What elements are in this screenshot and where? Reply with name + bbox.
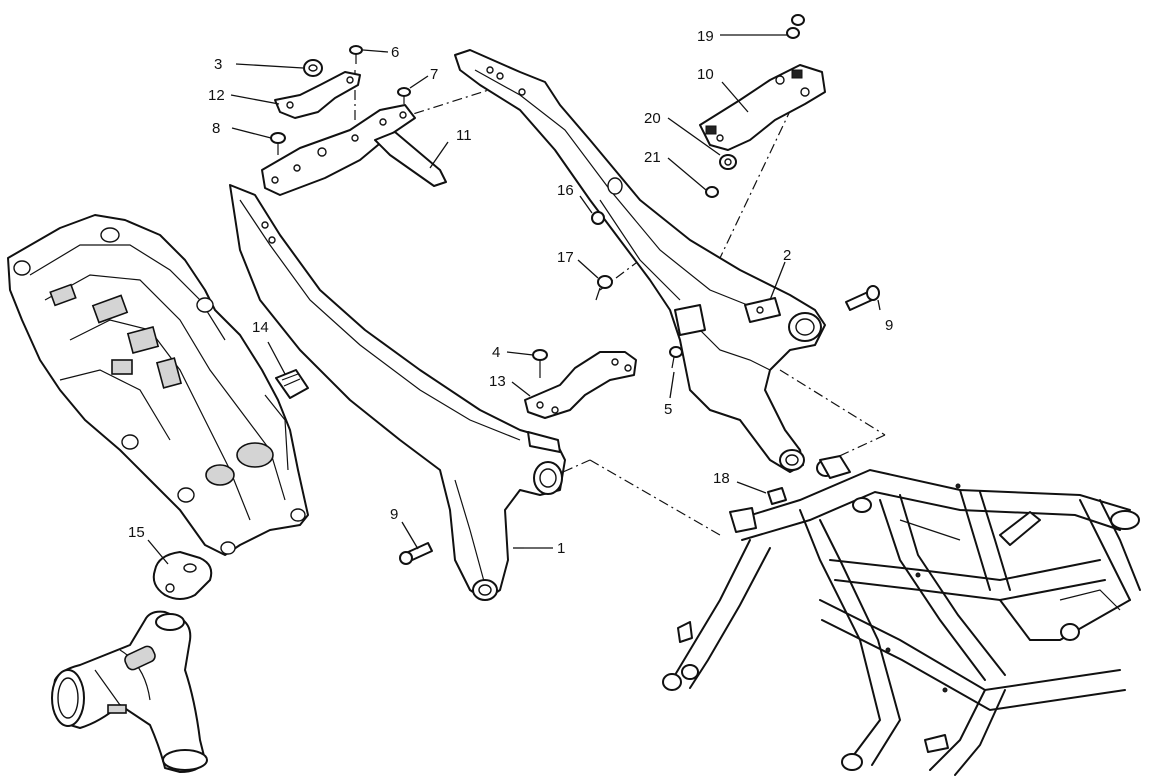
callout-3: 3 bbox=[214, 56, 222, 73]
callout-11: 11 bbox=[456, 127, 472, 144]
spacer-part-18 bbox=[767, 487, 787, 505]
bolt-part-19 bbox=[786, 14, 805, 39]
spacer-part-3 bbox=[303, 59, 323, 77]
subframe-right-part-2 bbox=[454, 49, 826, 473]
screw-part-5 bbox=[669, 346, 683, 369]
callout-14: 14 bbox=[252, 319, 269, 336]
callout-labels: 1 2 3 4 5 6 7 8 9 9 10 11 12 13 14 15 16… bbox=[128, 28, 893, 557]
nut-part-16 bbox=[591, 211, 605, 225]
callout-16: 16 bbox=[557, 182, 574, 199]
callout-19: 19 bbox=[697, 28, 714, 45]
y-air-duct bbox=[51, 610, 208, 773]
pad-part-14 bbox=[275, 369, 309, 399]
callout-10: 10 bbox=[697, 66, 714, 83]
bolt-part-9-right bbox=[845, 285, 880, 311]
callout-1: 1 bbox=[557, 540, 565, 557]
callout-13: 13 bbox=[489, 373, 506, 390]
screw-part-8 bbox=[270, 132, 286, 155]
bracket-part-10 bbox=[699, 64, 826, 151]
callout-9-right: 9 bbox=[885, 317, 893, 334]
strap-part-11 bbox=[374, 131, 447, 187]
screw-part-6 bbox=[349, 45, 363, 64]
callout-17: 17 bbox=[557, 249, 574, 266]
nut-part-20 bbox=[719, 154, 737, 170]
bracket-part-13 bbox=[524, 351, 637, 419]
callout-21: 21 bbox=[644, 149, 661, 166]
grommet-plate-part-15 bbox=[152, 551, 213, 600]
callout-12: 12 bbox=[208, 87, 225, 104]
leader-lines bbox=[147, 34, 881, 565]
screw-part-17 bbox=[595, 275, 613, 301]
callout-7: 7 bbox=[430, 66, 438, 83]
callout-4: 4 bbox=[492, 344, 500, 361]
subframe-left-part-1 bbox=[229, 184, 566, 601]
bracket-part-12 bbox=[274, 71, 361, 119]
washer-part-21 bbox=[705, 186, 719, 198]
callout-6: 6 bbox=[391, 44, 399, 61]
rear-undertray bbox=[7, 214, 309, 556]
callout-20: 20 bbox=[644, 110, 661, 127]
screw-part-7 bbox=[397, 87, 411, 104]
callout-8: 8 bbox=[212, 120, 220, 137]
main-frame bbox=[662, 455, 1141, 776]
fasteners bbox=[270, 14, 880, 565]
callout-9-left: 9 bbox=[390, 506, 398, 523]
callout-15: 15 bbox=[128, 524, 145, 541]
screw-part-4 bbox=[532, 349, 548, 378]
bolt-part-9-left bbox=[399, 542, 433, 565]
callout-18: 18 bbox=[713, 470, 730, 487]
callout-5: 5 bbox=[664, 401, 672, 418]
callout-2: 2 bbox=[783, 247, 791, 264]
